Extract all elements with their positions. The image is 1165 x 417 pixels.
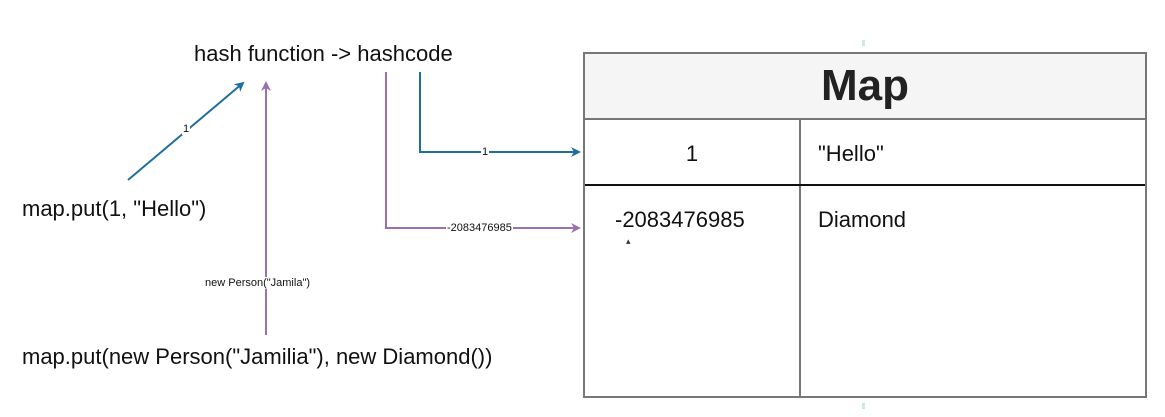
map-table: Map 1 "Hello" -2083476985 Diamond [583, 52, 1147, 398]
mouse-pointer-icon: ▴ [626, 236, 631, 246]
arrow-label-hash1: 1 [481, 146, 490, 158]
row-divider [585, 184, 1145, 186]
decoration-dot [862, 40, 865, 46]
map-put-hello-code: map.put(1, "Hello") [22, 196, 207, 221]
hash-function-label: hash function -> hashcode [194, 41, 453, 66]
arrow-hash-to-row2 [385, 72, 581, 233]
map-row1-value: "Hello" [818, 141, 884, 166]
column-divider [799, 120, 801, 398]
map-put-person-code: map.put(new Person("Jamilia"), new Diamo… [22, 344, 493, 369]
decoration-dot [862, 403, 865, 409]
arrow-label-person: new Person("Jamila") [204, 277, 312, 289]
map-row1-key: 1 [685, 141, 699, 166]
arrow-hash-to-row1 [419, 72, 581, 157]
arrow-label-key1: 1 [182, 123, 191, 135]
arrow-label-hash2: -2083476985 [446, 222, 513, 234]
map-row2-value: Diamond [818, 207, 907, 232]
map-title: Map [585, 54, 1145, 120]
map-row2-key: -2083476985 [615, 207, 745, 232]
